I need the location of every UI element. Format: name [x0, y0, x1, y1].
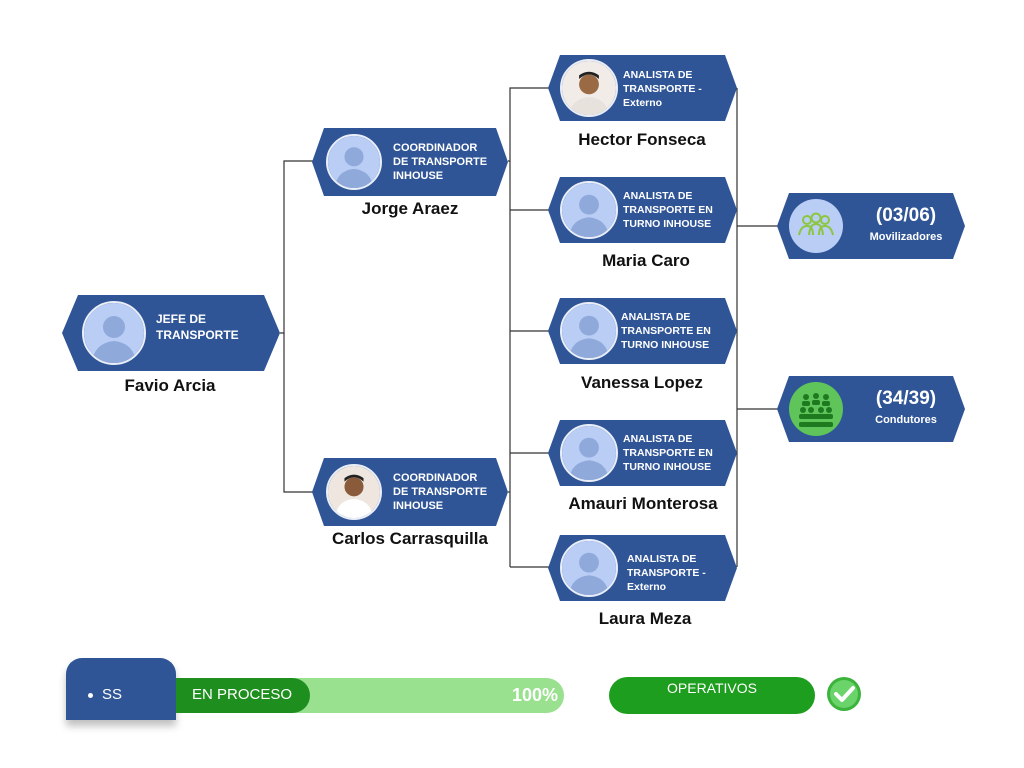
operativos-button[interactable]: OPERATIVOS	[609, 677, 815, 714]
progress-fill	[176, 678, 310, 713]
person-avatar-icon	[560, 424, 618, 482]
analyst-name: Maria Caro	[602, 251, 690, 270]
analyst-role: ANALISTA DE TRANSPORTE - Externo	[627, 553, 706, 593]
ss-tab[interactable]: SS	[66, 658, 176, 720]
group-icon	[789, 199, 843, 253]
coordinator-name: Carlos Carrasquilla	[332, 529, 488, 548]
person-photo-icon	[326, 464, 382, 520]
person-avatar-icon	[326, 134, 382, 190]
analyst-card[interactable]: ANALISTA DE TRANSPORTE - Externo	[548, 535, 737, 601]
person-avatar-icon	[560, 302, 618, 360]
movilizadores-count: (03/06)	[875, 205, 937, 226]
coordinator-role: COORDINADOR DE TRANSPORTE INHOUSE	[393, 142, 488, 182]
analyst-role: ANALISTA DE TRANSPORTE EN TURNO INHOUSE	[621, 311, 711, 351]
chief-name: Favio Arcia	[124, 376, 216, 395]
coordinator-card[interactable]: COORDINADOR DE TRANSPORTE INHOUSE	[312, 458, 508, 526]
person-photo-icon	[560, 59, 618, 117]
condutores-label: Condutores	[875, 414, 937, 426]
check-circle-icon	[827, 677, 861, 711]
analyst-name: Amauri Monterosa	[568, 494, 718, 513]
analyst-name: Vanessa Lopez	[581, 373, 703, 392]
analyst-card[interactable]: ANALISTA DE TRANSPORTE EN TURNO INHOUSE	[548, 298, 737, 364]
movilizadores-card[interactable]: (03/06) Movilizadores	[777, 193, 965, 261]
analyst-card[interactable]: ANALISTA DE TRANSPORTE - Externo	[548, 55, 737, 121]
analyst-card[interactable]: ANALISTA DE TRANSPORTE EN TURNO INHOUSE	[548, 420, 737, 486]
analyst-role: ANALISTA DE TRANSPORTE EN TURNO INHOUSE	[623, 190, 713, 230]
analyst-name: Hector Fonseca	[578, 130, 706, 149]
bullet-icon	[88, 693, 93, 698]
analyst-role: ANALISTA DE TRANSPORTE EN TURNO INHOUSE	[623, 433, 713, 473]
person-avatar-icon	[82, 301, 146, 365]
progress-percent: 100%	[511, 685, 558, 705]
condutores-card[interactable]: (34/39) Condutores	[777, 376, 965, 444]
operativos-label: OPERATIVOS	[667, 680, 757, 696]
movilizadores-label: Movilizadores	[869, 231, 943, 243]
person-avatar-icon	[560, 181, 618, 239]
analyst-role: ANALISTA DE TRANSPORTE - Externo	[623, 69, 702, 109]
person-avatar-icon	[560, 539, 618, 597]
chief-role: JEFE DE TRANSPORTE	[156, 312, 239, 342]
ss-tab-label: SS	[102, 686, 123, 703]
progress-status-label: EN PROCESO	[192, 686, 293, 703]
analyst-name: Laura Meza	[598, 609, 692, 628]
crowd-icon	[789, 382, 843, 436]
coordinator-role: COORDINADOR DE TRANSPORTE INHOUSE	[393, 472, 488, 512]
condutores-count: (34/39)	[875, 388, 937, 409]
progress-bar: EN PROCESO 100%	[176, 678, 564, 713]
coordinator-card[interactable]: COORDINADOR DE TRANSPORTE INHOUSE	[312, 128, 508, 196]
coordinator-name: Jorge Araez	[361, 199, 459, 218]
analyst-card[interactable]: ANALISTA DE TRANSPORTE EN TURNO INHOUSE	[548, 177, 737, 243]
chief-card[interactable]: JEFE DE TRANSPORTE	[62, 295, 280, 371]
